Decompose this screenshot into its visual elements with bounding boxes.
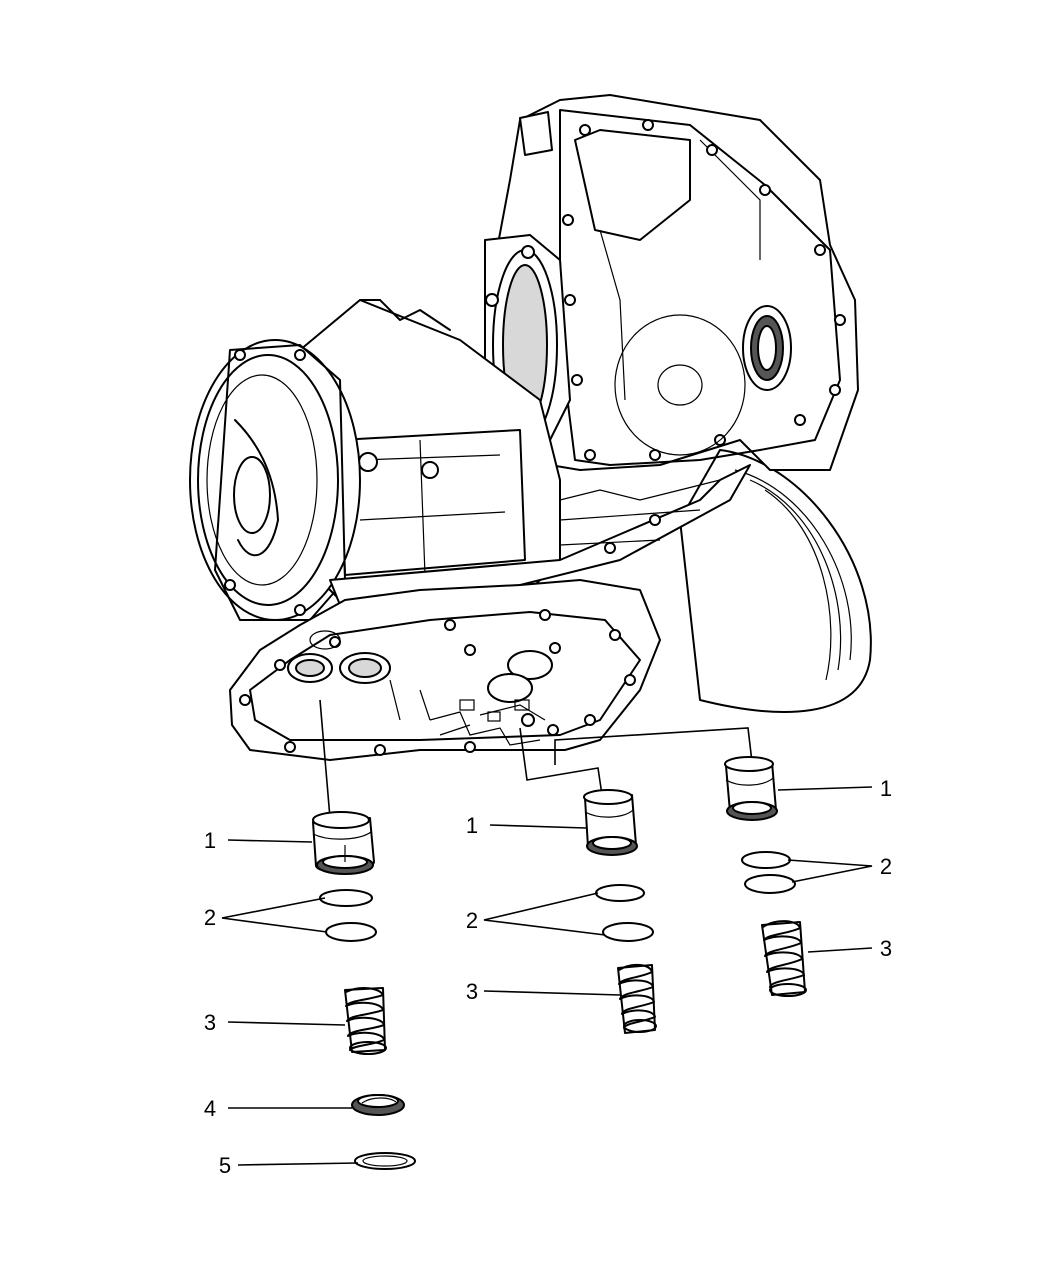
o-ring-right-lower xyxy=(744,874,796,894)
spring-middle xyxy=(617,964,657,1034)
accumulator-piston-middle xyxy=(583,789,638,856)
callout-2-right: 2 xyxy=(880,854,892,879)
accumulator-piston-left xyxy=(312,811,375,875)
callout-3-left: 3 xyxy=(204,1010,216,1035)
o-ring-middle-upper xyxy=(595,884,645,902)
callout-3-right: 3 xyxy=(880,936,892,961)
callout-5: 5 xyxy=(219,1153,231,1178)
callout-1-left: 1 xyxy=(204,828,216,853)
snap-ring xyxy=(354,1152,416,1170)
leader-lines xyxy=(221,699,873,1166)
middle-part-stack xyxy=(583,789,657,1034)
o-ring-right-upper xyxy=(741,851,791,869)
accumulator-piston-right xyxy=(724,756,778,821)
o-ring-left-upper xyxy=(319,889,373,907)
o-ring-middle-lower xyxy=(602,922,654,942)
callout-1-right: 1 xyxy=(880,776,892,801)
callout-4: 4 xyxy=(204,1096,216,1121)
o-ring-left-lower xyxy=(325,922,377,942)
spring-left xyxy=(344,987,387,1055)
right-part-stack xyxy=(724,756,807,997)
callout-3-middle: 3 xyxy=(466,979,478,1004)
spring-right xyxy=(761,920,807,997)
callout-2-middle: 2 xyxy=(466,908,478,933)
transmission-case xyxy=(189,94,872,761)
callout-labels: 1 2 3 4 5 1 2 3 1 2 3 xyxy=(204,776,892,1178)
accumulator-plug xyxy=(351,1094,405,1116)
callout-2-left: 2 xyxy=(204,905,216,930)
callout-1-middle: 1 xyxy=(466,813,478,838)
left-part-stack xyxy=(312,811,416,1170)
